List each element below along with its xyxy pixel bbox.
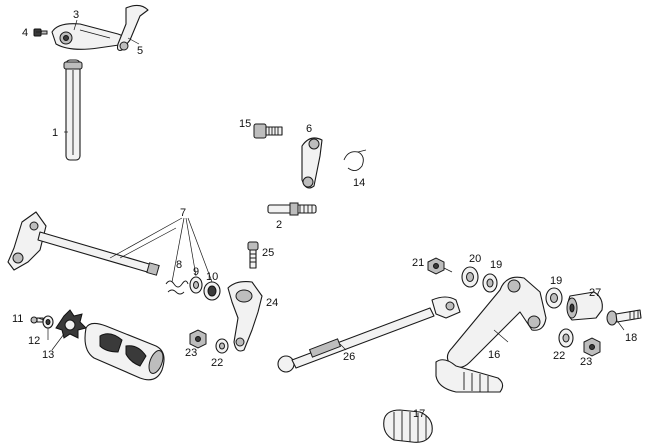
callout-3: 3	[73, 9, 79, 21]
part-14-spring	[343, 149, 367, 171]
callout-26: 26	[343, 351, 355, 363]
part-7-selector-shaft	[7, 211, 160, 276]
part-15-bolt	[253, 123, 283, 139]
callout-22-right: 22	[553, 350, 565, 362]
callout-23-right: 23	[580, 356, 592, 368]
callout-6: 6	[306, 123, 312, 135]
callout-2: 2	[276, 219, 282, 231]
part-6-link	[301, 137, 323, 189]
part-12-nut	[42, 315, 54, 329]
part-18-pivot-bolt	[606, 309, 642, 326]
part-21-nut	[427, 257, 445, 275]
leader-lines	[36, 19, 625, 351]
part-16-shift-lever	[435, 276, 547, 393]
callout-21: 21	[412, 257, 424, 269]
part-20-washer	[461, 266, 479, 288]
callout-9: 9	[193, 266, 199, 278]
part-13-star-cam	[55, 309, 87, 339]
callout-13: 13	[42, 349, 54, 361]
part-19-washer-b	[545, 287, 563, 309]
part-22-washer-right	[558, 328, 574, 348]
callout-17: 17	[413, 408, 425, 420]
callout-5: 5	[137, 45, 143, 57]
callout-8: 8	[176, 259, 182, 271]
part-23-nut-left	[189, 329, 207, 349]
part-1-shaft	[63, 59, 83, 161]
callout-12: 12	[28, 335, 40, 347]
part-25-screw	[247, 241, 259, 269]
part-2-stud	[267, 202, 317, 216]
callout-7: 7	[180, 207, 186, 219]
callout-22-left: 22	[211, 357, 223, 369]
callout-27: 27	[589, 287, 601, 299]
callout-4: 4	[22, 27, 28, 39]
callout-18: 18	[625, 332, 637, 344]
part-22-washer-left	[215, 338, 229, 354]
callout-25: 25	[262, 247, 274, 259]
part-8-spring	[165, 280, 189, 295]
callout-11: 11	[12, 313, 23, 325]
callout-15: 15	[239, 118, 251, 130]
part-27-spacer	[566, 291, 603, 321]
part-5-arm	[116, 4, 149, 51]
callout-16: 16	[488, 349, 500, 361]
part-4-screw	[33, 28, 48, 37]
part-17-rubber-peg	[383, 409, 433, 443]
callout-19-b: 19	[550, 275, 562, 287]
callout-24: 24	[266, 297, 278, 309]
callout-23-left: 23	[185, 347, 197, 359]
callout-1: 1	[52, 127, 58, 139]
part-9-washer	[189, 276, 203, 294]
part-10-bushing	[203, 281, 221, 301]
part-26-linkage-rod	[277, 296, 461, 373]
callout-20: 20	[469, 253, 481, 265]
callout-labels: 3 4 5 1 15 6 14 2 7 8 9 10 25 24 11 12 1…	[12, 9, 637, 420]
callout-14: 14	[353, 177, 365, 189]
part-11-pin	[30, 316, 44, 324]
shift-drum	[84, 322, 165, 381]
callout-19-a: 19	[490, 259, 502, 271]
callout-10: 10	[206, 271, 218, 283]
part-19-washer-a	[482, 273, 498, 293]
part-23-nut-right	[583, 337, 601, 357]
part-3-lever-plate	[51, 23, 128, 50]
part-24-bracket	[227, 281, 263, 352]
